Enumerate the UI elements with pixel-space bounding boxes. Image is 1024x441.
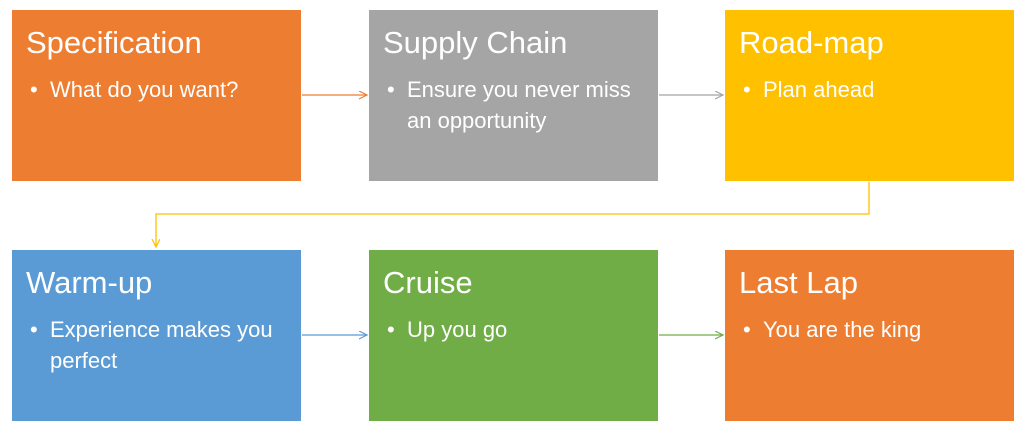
step-bullet: Experience makes you perfect bbox=[26, 314, 287, 376]
step-bullet: You are the king bbox=[739, 314, 1000, 345]
step-title: Last Lap bbox=[739, 265, 858, 300]
step-box-specification: Specification What do you want? bbox=[12, 10, 301, 181]
step-box-cruise: Cruise Up you go bbox=[369, 250, 658, 421]
step-title: Cruise bbox=[383, 265, 473, 300]
step-title: Supply Chain bbox=[383, 25, 568, 60]
step-bullet-list: Ensure you never miss an opportunity bbox=[383, 74, 644, 136]
arrow-road-map-to-warm-up bbox=[156, 182, 870, 247]
step-bullet: Ensure you never miss an opportunity bbox=[383, 74, 644, 136]
step-bullet-list: Plan ahead bbox=[739, 74, 1000, 105]
step-box-road-map: Road-map Plan ahead bbox=[725, 10, 1014, 181]
step-box-warm-up: Warm-up Experience makes you perfect bbox=[12, 250, 301, 421]
step-box-supply-chain: Supply Chain Ensure you never miss an op… bbox=[369, 10, 658, 181]
step-title: Road-map bbox=[739, 25, 884, 60]
step-bullet-list: Up you go bbox=[383, 314, 644, 345]
step-bullet-list: You are the king bbox=[739, 314, 1000, 345]
step-box-last-lap: Last Lap You are the king bbox=[725, 250, 1014, 421]
step-title: Specification bbox=[26, 25, 202, 60]
step-title: Warm-up bbox=[26, 265, 153, 300]
step-bullet-list: What do you want? bbox=[26, 74, 287, 105]
step-bullet: What do you want? bbox=[26, 74, 287, 105]
step-bullet: Plan ahead bbox=[739, 74, 1000, 105]
step-bullet: Up you go bbox=[383, 314, 644, 345]
step-bullet-list: Experience makes you perfect bbox=[26, 314, 287, 376]
